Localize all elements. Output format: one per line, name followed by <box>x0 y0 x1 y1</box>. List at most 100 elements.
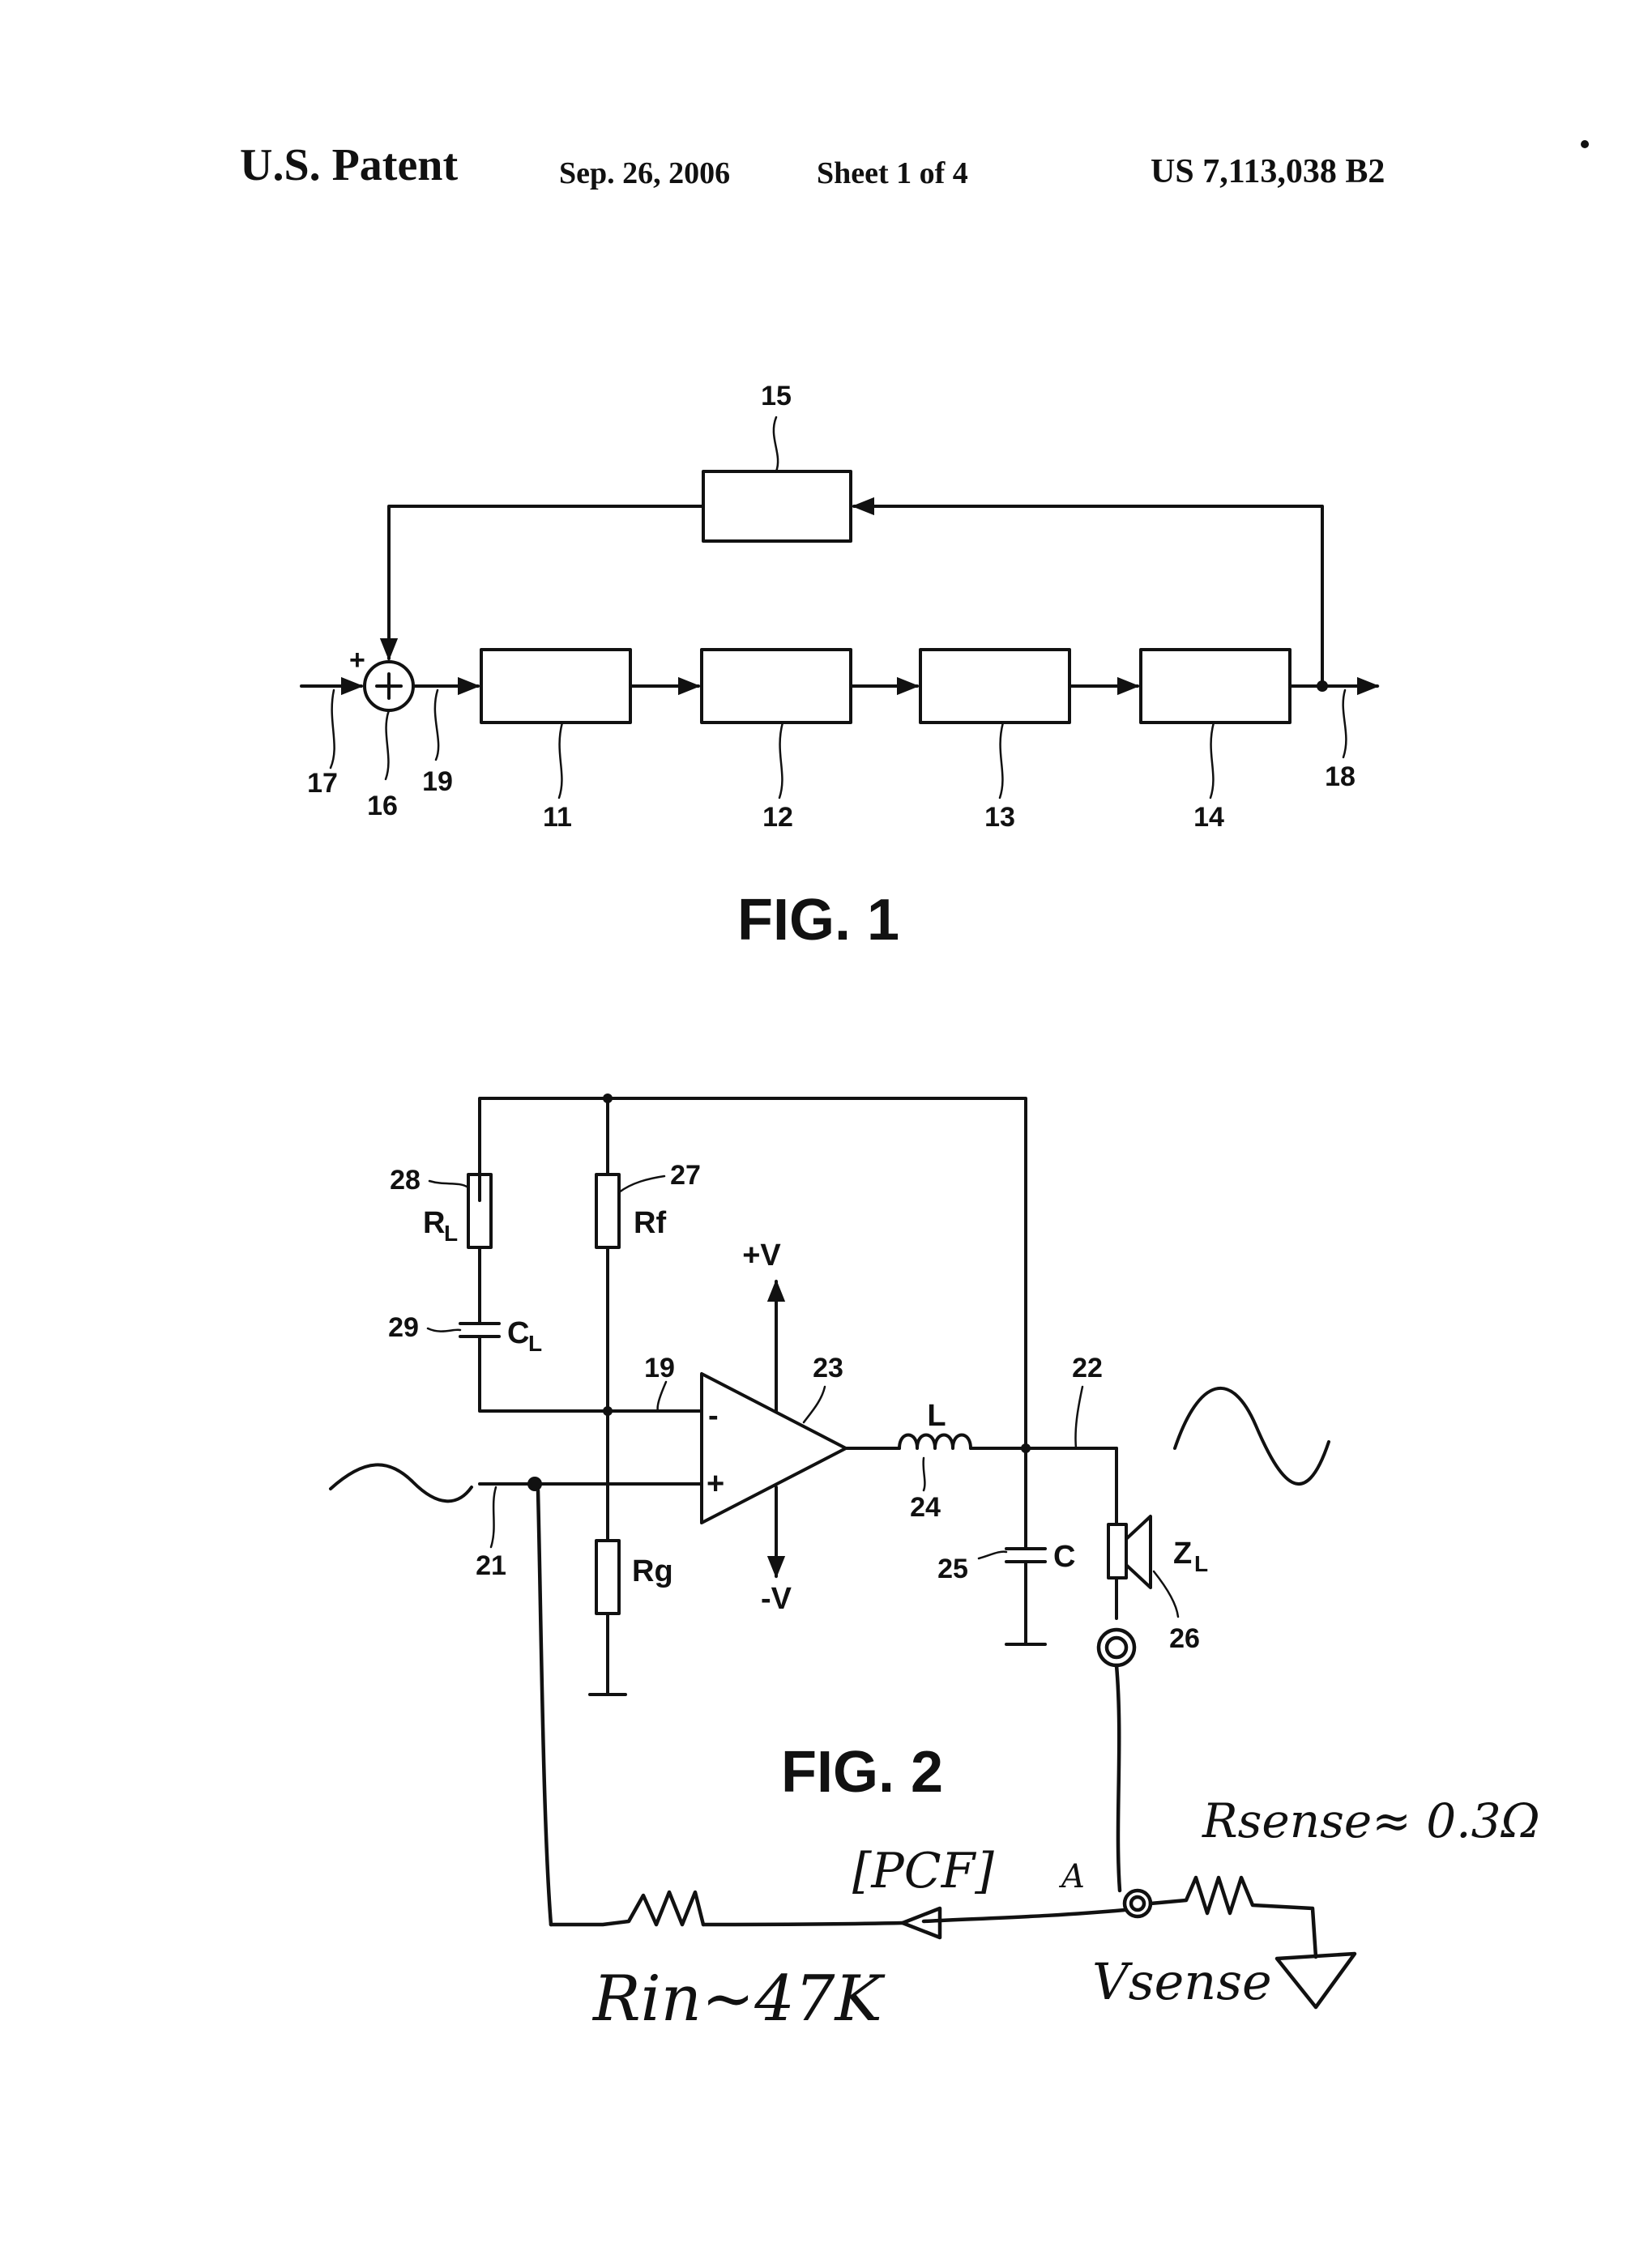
fig1-ref-16: 16 <box>367 791 398 821</box>
fig1-leader-15 <box>772 416 779 473</box>
fig2-leader-22 <box>1074 1385 1084 1450</box>
fig1-feedback-to-sum <box>379 505 705 661</box>
hand-feedback-wire <box>921 1908 1127 1924</box>
fig1-block-14 <box>1139 648 1292 724</box>
fig1-ref-18: 18 <box>1325 761 1356 792</box>
fig1-leader-17 <box>329 688 335 770</box>
fig2-caption: FIG. 2 <box>781 1740 943 1805</box>
hand-vsense-node <box>1122 1888 1153 1919</box>
header-date: Sep. 26, 2006 <box>559 156 731 190</box>
fig1-leader-12 <box>778 721 784 799</box>
fig2-leader-21 <box>489 1486 497 1549</box>
header-patent-number: US 7,113,038 B2 <box>1151 153 1385 190</box>
fig2-ref-29: 29 <box>388 1312 419 1343</box>
fig1-block-13 <box>919 648 1071 724</box>
fig2-leader-24 <box>922 1456 926 1492</box>
header-sheet-number: Sheet 1 of 4 <box>817 156 968 190</box>
fig2-leader-29 <box>426 1327 462 1332</box>
hand-top-node-inner <box>1104 1635 1129 1660</box>
fig2-resistor-rg <box>595 1539 621 1615</box>
fig2-ref-28: 28 <box>390 1165 421 1196</box>
fig2-output-waveform <box>1173 1387 1330 1486</box>
fig2-label-rl-sub: L <box>444 1221 458 1246</box>
fig2-label-minus-input: - <box>708 1399 719 1433</box>
fig2-label-rg: Rg <box>632 1554 673 1588</box>
fig1-ref-11: 11 <box>543 802 572 833</box>
fig2-ref-21: 21 <box>476 1550 506 1581</box>
fig1-input-plus: + <box>349 645 365 676</box>
handwritten-sense-circuit: Rsense≈ 0.3Ω [PCF] A Vsense Rin~47K <box>536 1488 1540 2036</box>
fig2-resistor-rf <box>595 1173 621 1249</box>
hand-top-node <box>1096 1627 1137 1668</box>
fig1-block-11 <box>480 648 632 724</box>
fig2-input-node <box>527 1477 542 1491</box>
fig1-leader-16 <box>384 709 391 781</box>
fig2-label-inductor: L <box>927 1399 946 1433</box>
fig2-label-rl: R <box>423 1206 445 1240</box>
fig2-circuit: 28 R L 27 Rf 29 C L 19 +V -V 23 - + L 24… <box>329 1094 1330 1805</box>
fig2-ref-24: 24 <box>910 1492 941 1523</box>
fig2-leader-23 <box>802 1385 826 1424</box>
fig2-op-amp <box>700 1372 847 1524</box>
fig1-ref-17: 17 <box>307 768 338 799</box>
fig2-ref-19: 19 <box>644 1353 675 1383</box>
hand-rsense-resistor <box>1148 1875 1318 1959</box>
fig2-leader-26 <box>1152 1570 1180 1618</box>
stray-dot-top-right <box>1581 140 1589 148</box>
hand-feedback-arrow <box>900 1906 942 1940</box>
fig2-label-cl-sub: L <box>528 1331 542 1356</box>
fig2-inverting-junction <box>603 1406 613 1416</box>
fig2-label-load: Z <box>1173 1537 1192 1571</box>
fig2-ref-25: 25 <box>937 1554 968 1584</box>
fig2-label-cl: C <box>507 1316 529 1350</box>
hand-vsense-label: Vsense <box>1092 1952 1272 2011</box>
fig1-block-15 <box>702 470 852 543</box>
fig1-leader-19 <box>433 688 440 761</box>
fig2-leader-25 <box>977 1550 1008 1560</box>
fig1-block-12 <box>700 648 852 724</box>
fig1-ref-15: 15 <box>761 381 792 411</box>
fig1-leader-18 <box>1342 688 1347 759</box>
fig2-label-negative-supply: -V <box>761 1582 792 1616</box>
fig1-ref-19: 19 <box>422 766 453 797</box>
hand-wire-down <box>1114 1663 1122 1893</box>
fig1-leader-13 <box>998 721 1005 799</box>
hand-rsense-label: Rsense≈ 0.3Ω <box>1202 1793 1540 1848</box>
fig1-leader-14 <box>1209 721 1215 799</box>
hand-node-mark: A <box>1058 1858 1085 1895</box>
fig2-ref-26: 26 <box>1169 1623 1200 1654</box>
fig2-top-rail <box>478 1097 1027 1445</box>
fig2-load-zl <box>1107 1523 1128 1580</box>
fig1-caption: FIG. 1 <box>737 888 899 953</box>
fig2-cl-to-inverting <box>478 1335 703 1413</box>
fig2-label-load-sub: L <box>1194 1551 1208 1576</box>
fig2-input-waveform <box>329 1463 473 1503</box>
fig1-ref-13: 13 <box>984 802 1015 833</box>
fig2-leader-19 <box>656 1380 668 1413</box>
fig2-leader-28 <box>428 1179 470 1189</box>
fig1-leader-11 <box>557 721 564 799</box>
fig2-leader-27 <box>617 1174 666 1194</box>
fig2-label-rf: Rf <box>634 1206 666 1240</box>
hand-vsense-node-inner <box>1129 1895 1146 1912</box>
fig2-inductor <box>898 1433 972 1450</box>
fig1-feedback-to-15 <box>852 497 1324 688</box>
fig2-ref-22: 22 <box>1072 1353 1103 1383</box>
fig2-label-plus-input: + <box>707 1467 724 1501</box>
fig1-ref-14: 14 <box>1193 802 1224 833</box>
hand-feedback-wire-2 <box>701 1921 905 1927</box>
hand-pcf-label: [PCF] <box>852 1843 994 1899</box>
header-patent-label: U.S. Patent <box>240 140 459 190</box>
fig2-speaker-icon <box>1125 1515 1152 1589</box>
fig2-ref-23: 23 <box>813 1353 843 1383</box>
fig2-label-capacitor: C <box>1053 1540 1075 1574</box>
hand-rin-resistor <box>549 1890 706 1927</box>
fig2-label-positive-supply: +V <box>742 1238 781 1273</box>
fig1-ref-12: 12 <box>762 802 793 833</box>
hand-wire-to-input <box>536 1488 553 1927</box>
hand-rin-label: Rin~47K <box>591 1963 886 2036</box>
hand-ground-symbol <box>1274 1951 1357 2010</box>
fig2-ref-27: 27 <box>670 1160 701 1191</box>
